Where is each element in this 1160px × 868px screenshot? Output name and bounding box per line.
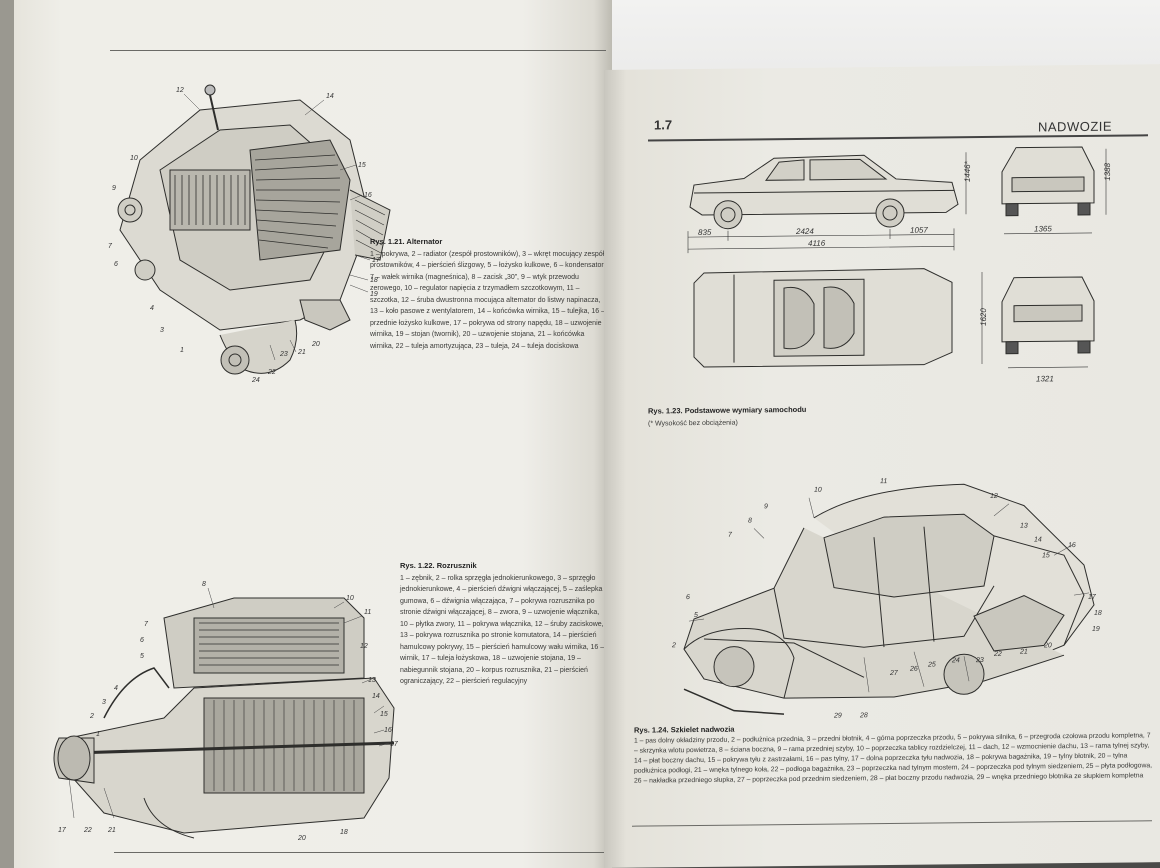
label-10: 10 bbox=[346, 595, 354, 602]
label-15: 15 bbox=[1042, 552, 1050, 559]
label-1: 1 bbox=[96, 731, 100, 738]
header-rule bbox=[110, 50, 606, 51]
label-4: 4 bbox=[150, 305, 154, 312]
dim-height: 1446* bbox=[963, 160, 972, 182]
alternator-figure: 12 14 15 16 17 18 19 20 21 22 23 24 10 9… bbox=[108, 84, 391, 384]
label-19: 19 bbox=[370, 291, 378, 298]
label-22: 22 bbox=[83, 827, 92, 834]
label-9: 9 bbox=[112, 185, 116, 192]
label-28: 28 bbox=[859, 712, 868, 719]
label-16: 16 bbox=[1068, 542, 1076, 549]
label-17: 17 bbox=[372, 257, 381, 264]
label-23: 23 bbox=[975, 657, 984, 664]
label-3: 3 bbox=[160, 327, 164, 334]
label-15: 15 bbox=[358, 162, 366, 169]
caption-note: (* Wysokość bez obciążenia) bbox=[648, 419, 738, 428]
label-7: 7 bbox=[728, 532, 733, 539]
label-11: 11 bbox=[880, 478, 887, 485]
label-4: 4 bbox=[114, 685, 118, 692]
label-6: 6 bbox=[686, 594, 690, 601]
label-19: 19 bbox=[1092, 626, 1100, 633]
label-15: 15 bbox=[380, 711, 388, 718]
caption-title: Rys. 1.22. Rozrusznik bbox=[400, 561, 477, 570]
label-12: 12 bbox=[360, 643, 368, 650]
label-10: 10 bbox=[814, 487, 822, 494]
label-18: 18 bbox=[1094, 610, 1102, 617]
starter-figure: 8 10 11 12 13 14 15 16 17 18 20 21 22 17… bbox=[53, 581, 399, 842]
label-14: 14 bbox=[1034, 536, 1042, 543]
section-number: 1.7 bbox=[654, 117, 673, 133]
dim-rear-track: 1321 bbox=[1036, 374, 1054, 383]
caption-fig-1-21: Rys. 1.21. Alternator 1 – pokrywa, 2 – r… bbox=[370, 236, 606, 352]
label-22: 22 bbox=[267, 369, 276, 376]
label-23: 23 bbox=[279, 351, 288, 358]
label-16: 16 bbox=[364, 192, 372, 199]
caption-fig-1-24: Rys. 1.24. Szkielet nadwozia 1 – pas dol… bbox=[634, 720, 1154, 786]
footer-rule bbox=[632, 820, 1152, 827]
label-16: 16 bbox=[384, 727, 392, 734]
label-17: 17 bbox=[1088, 594, 1097, 601]
caption-body: 1 – pas dolny okładziny przodu, 2 – podł… bbox=[634, 732, 1153, 785]
label-13: 13 bbox=[1020, 523, 1028, 530]
label-7: 7 bbox=[108, 243, 113, 250]
label-2: 2 bbox=[671, 642, 676, 649]
label-13: 13 bbox=[368, 677, 376, 684]
dimensions-figure: 835 2424 1057 4116 1446* 1365 1620 1321 … bbox=[687, 146, 1112, 383]
label-18: 18 bbox=[340, 829, 348, 836]
label-2: 2 bbox=[89, 713, 94, 720]
label-5: 5 bbox=[694, 612, 698, 619]
dim-width: 1620 bbox=[979, 308, 988, 326]
label-17b: 17 bbox=[58, 827, 67, 834]
label-6: 6 bbox=[114, 261, 118, 268]
label-20: 20 bbox=[311, 341, 320, 348]
label-21: 21 bbox=[107, 827, 116, 834]
label-5: 5 bbox=[140, 653, 144, 660]
label-11: 11 bbox=[364, 609, 371, 616]
label-9: 9 bbox=[764, 503, 768, 510]
caption-fig-1-22: Rys. 1.22. Rozrusznik 1 – zębnik, 2 – ro… bbox=[400, 560, 606, 688]
dim-height-2: 1388 bbox=[1103, 162, 1112, 180]
label-24: 24 bbox=[251, 377, 260, 384]
dim-front-track: 1365 bbox=[1034, 224, 1052, 233]
label-14: 14 bbox=[326, 93, 334, 100]
label-7: 7 bbox=[144, 621, 149, 628]
caption-title: Rys. 1.23. Podstawowe wymiary samochodu bbox=[648, 404, 807, 416]
caption-body: 1 – pokrywa, 2 – radiator (zespół prosto… bbox=[370, 250, 606, 350]
label-29: 29 bbox=[833, 713, 842, 720]
left-page: 12 14 15 16 17 18 19 20 21 22 23 24 10 9… bbox=[0, 0, 612, 868]
section-title: NADWOZIE bbox=[1038, 118, 1113, 135]
label-21: 21 bbox=[1019, 649, 1028, 656]
label-14: 14 bbox=[372, 693, 380, 700]
dim-rear-overhang: 1057 bbox=[910, 226, 928, 235]
label-20: 20 bbox=[297, 835, 306, 842]
label-21: 21 bbox=[297, 349, 306, 356]
label-12: 12 bbox=[176, 87, 184, 94]
body-frame-figure: 11 12 13 14 15 16 17 18 19 10 9 8 7 6 5 … bbox=[671, 478, 1102, 720]
dim-length: 4116 bbox=[808, 239, 826, 248]
label-3: 3 bbox=[102, 699, 106, 706]
label-1: 1 bbox=[180, 347, 184, 354]
caption-title: Rys. 1.21. Alternator bbox=[370, 237, 443, 246]
caption-fig-1-23: Rys. 1.23. Podstawowe wymiary samochodu … bbox=[648, 401, 1048, 429]
label-18: 18 bbox=[370, 277, 378, 284]
label-22: 22 bbox=[993, 651, 1002, 658]
label-27: 27 bbox=[889, 670, 899, 677]
caption-body: 1 – zębnik, 2 – rolka sprzęgła jednokier… bbox=[400, 574, 605, 686]
dim-wheelbase: 2424 bbox=[795, 227, 814, 236]
footer-rule bbox=[114, 852, 604, 853]
right-page: 1.7 NADWOZIE bbox=[604, 64, 1160, 868]
label-25: 25 bbox=[927, 662, 936, 669]
label-26: 26 bbox=[909, 666, 918, 673]
dim-front-overhang: 835 bbox=[698, 228, 712, 237]
label-6: 6 bbox=[140, 637, 144, 644]
label-8: 8 bbox=[202, 581, 206, 588]
label-8: 8 bbox=[748, 517, 752, 524]
label-17: 17 bbox=[390, 741, 399, 748]
label-24: 24 bbox=[951, 657, 960, 664]
label-10: 10 bbox=[130, 155, 138, 162]
label-20: 20 bbox=[1043, 642, 1052, 649]
label-12: 12 bbox=[990, 493, 998, 500]
